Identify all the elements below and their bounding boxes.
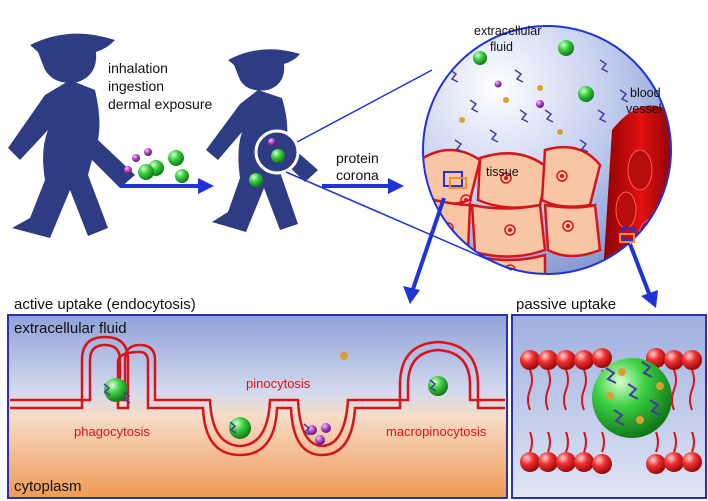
cell-membrane: [10, 335, 505, 457]
active-panel-cytoplasm-label: cytoplasm: [14, 478, 82, 495]
protein-corona-label-1: protein: [336, 150, 379, 166]
proteins: [449, 59, 629, 153]
engulfed-nanoparticles: [103, 352, 448, 445]
route-ingestion: ingestion: [108, 78, 165, 94]
arrow-to-passive: [628, 243, 652, 297]
zoom-label-vessel: vessel: [626, 102, 662, 116]
lipid-bilayer: [520, 348, 702, 474]
zoom-line-lower: [285, 171, 513, 271]
mechanism-macropinocytosis: macropinocytosis: [386, 424, 487, 439]
route-inhalation: inhalation: [108, 60, 168, 76]
passive-panel-title: passive uptake: [516, 296, 617, 313]
tissue-zoom-circle: [422, 25, 672, 275]
passive-uptake-panel: [511, 314, 707, 499]
active-uptake-panel: [7, 314, 508, 499]
route-dermal-exposure: dermal exposure: [108, 96, 213, 112]
mechanism-phagocytosis: phagocytosis: [74, 424, 150, 439]
zoom-line-upper: [296, 69, 433, 143]
active-panel-title: active uptake (endocytosis): [14, 296, 196, 313]
zoom-label-extracellular: extracellular: [474, 24, 542, 38]
zoom-label-tissue: tissue: [486, 165, 519, 179]
walking-person-1-icon: [8, 33, 135, 238]
arrow-to-active: [410, 197, 446, 293]
mechanism-pinocytosis: pinocytosis: [246, 376, 311, 391]
active-panel-extracellular-label: extracellular fluid: [14, 320, 127, 337]
nanoparticles-exposure: [124, 148, 189, 183]
protein-corona-label-2: corona: [336, 167, 379, 183]
zoom-label-fluid: fluid: [490, 40, 513, 54]
passive-nanoparticle: [592, 358, 672, 438]
blood-vessel-shape: [602, 105, 671, 274]
zoom-label-blood: blood: [630, 86, 661, 100]
